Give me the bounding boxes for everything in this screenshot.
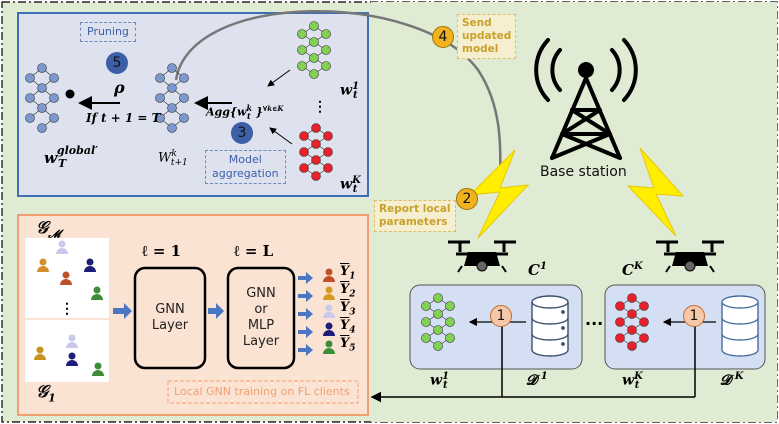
clientK-network-top bbox=[299, 123, 333, 181]
clientK-network bbox=[615, 293, 649, 351]
y4-label: Y4 bbox=[340, 318, 356, 336]
y3-label: Y3 bbox=[340, 300, 356, 318]
client1-network-top bbox=[297, 21, 331, 79]
gnn-layer-label: GNN Layer bbox=[151, 301, 189, 333]
global-network bbox=[25, 63, 75, 133]
gnn-mlp-layer-box bbox=[226, 266, 296, 370]
arrow-clientK-to-agg bbox=[269, 127, 293, 145]
pruning-label: Pruning bbox=[80, 22, 136, 42]
gnn-mlp-layer-label: GNN or MLP Layer bbox=[242, 285, 280, 350]
block-arrows bbox=[113, 272, 313, 356]
local-training-box bbox=[167, 380, 359, 404]
c1-label: C1 bbox=[528, 261, 547, 279]
w-tK-label: wKt bbox=[340, 175, 361, 196]
client-wK-label: wKt bbox=[622, 371, 643, 392]
gnn-layer-box bbox=[133, 266, 207, 370]
graph-M-label: 𝒢𝓜 bbox=[36, 218, 61, 241]
arrow-client1-to-agg bbox=[267, 69, 291, 87]
y2-label: Y2 bbox=[340, 282, 356, 300]
agg-label: Agg{wkt}∀k∈K bbox=[206, 103, 284, 121]
output-person-icons bbox=[323, 268, 335, 354]
ck-label: CK bbox=[622, 261, 643, 279]
y5-label: Y5 bbox=[340, 336, 356, 354]
ell-L-label: ℓ = L bbox=[234, 242, 274, 260]
bolt-right bbox=[626, 147, 685, 237]
databaseK-icon bbox=[721, 295, 759, 357]
drone-c1-icon bbox=[448, 240, 516, 273]
rho-label: ρ bbox=[114, 78, 125, 97]
step-4-badge: 4 bbox=[432, 26, 454, 48]
w-t1-label: w1t bbox=[340, 81, 360, 102]
base-station-label: Base station bbox=[540, 164, 627, 180]
aggregated-network bbox=[155, 63, 189, 133]
person-icons bbox=[34, 240, 104, 376]
send-updated-label: Send updated model bbox=[457, 14, 517, 60]
send-model-arc bbox=[174, 9, 502, 181]
ell-1-label: ℓ = 1 bbox=[142, 242, 182, 260]
drone-ck-icon bbox=[656, 240, 724, 273]
graph-dots: ⋮ bbox=[60, 301, 74, 317]
local-training-label: Local GNN training on FL clients bbox=[174, 385, 350, 398]
step-1-badge-ck: 1 bbox=[683, 305, 705, 327]
horizontal-ellipsis: ··· bbox=[585, 314, 604, 333]
client1-network bbox=[421, 293, 455, 351]
w-tk1-label: Wkt+1 bbox=[158, 149, 188, 168]
step-2-badge: 2 bbox=[456, 188, 478, 210]
client-w1-label: w1t bbox=[430, 371, 450, 392]
if-condition-label: If t + 1 = T bbox=[86, 111, 161, 125]
report-local-label: Report local parameters bbox=[374, 200, 456, 233]
vertical-dots: ⋮ bbox=[313, 99, 327, 115]
graph-1-label: 𝒢1 bbox=[36, 382, 56, 405]
model-aggregation-label: Model aggregation bbox=[205, 150, 286, 184]
y1-label: Y1 bbox=[340, 264, 356, 282]
step-3-badge: 3 bbox=[231, 122, 253, 144]
database1-icon bbox=[531, 295, 569, 357]
step-1-badge-c1: 1 bbox=[490, 305, 512, 327]
step-5-badge: 5 bbox=[106, 52, 128, 74]
tower-icon bbox=[534, 38, 638, 160]
w-global-label: wglobal′T bbox=[44, 144, 99, 170]
